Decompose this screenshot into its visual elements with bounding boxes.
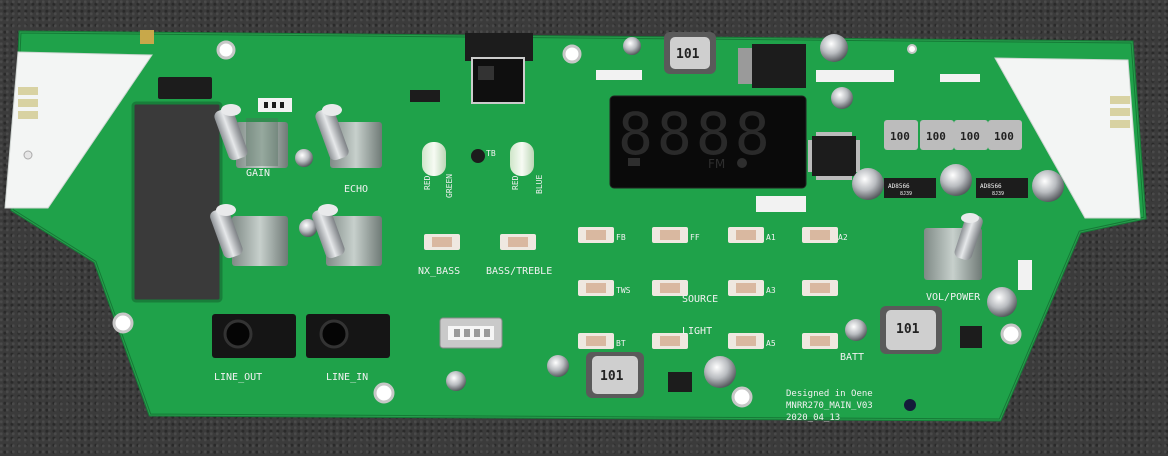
label-red-1: RED: [423, 175, 432, 190]
label-fb: FB: [616, 233, 626, 242]
button-ff: [652, 227, 688, 243]
button-a2: [802, 227, 838, 243]
label-line-out: LINE_OUT: [214, 372, 262, 383]
amp-chip-mark: AD8566: [888, 183, 910, 190]
label-red-2: RED: [511, 175, 520, 190]
battery-icon: [628, 158, 640, 166]
main-ic: [812, 136, 856, 176]
button-batt: [802, 333, 838, 349]
silkscreen-labels: GAIN ECHO NX_BASS BASS/TREBLE LINE_OUT L…: [214, 149, 981, 383]
seven-segment-display: 8888 FM: [609, 95, 807, 189]
label-a5: A5: [766, 339, 776, 348]
label-a1: A1: [766, 233, 776, 242]
label-tws: TWS: [616, 286, 631, 295]
electrolytic-capacitors: [295, 34, 1064, 391]
bass-knob[interactable]: [208, 204, 288, 266]
inductor-bottom: 101: [586, 352, 644, 398]
board-cutout: [131, 101, 223, 303]
indicator-leds: [422, 142, 534, 176]
label-light: LIGHT: [682, 326, 712, 337]
tactile-buttons[interactable]: [424, 227, 838, 349]
inductor-mark: 101: [600, 369, 624, 384]
right-led-panel: [994, 57, 1141, 219]
label-vol-power: VOL/POWER: [926, 292, 981, 303]
label-green: GREEN: [445, 174, 454, 198]
label-line-in: LINE_IN: [326, 372, 368, 383]
label-a2: A2: [838, 233, 848, 242]
credit-line-2: MNRR270_MAIN_V03: [786, 401, 873, 411]
resistor-mark: 100: [960, 130, 980, 143]
button-a5: [728, 333, 764, 349]
label-nx-bass: NX_BASS: [418, 266, 460, 277]
resistor-mark: 100: [890, 130, 910, 143]
power-resistors: 100 100 100 100: [884, 120, 1022, 150]
credit-line-1: Designed in Oene: [786, 389, 873, 399]
button-nx-bass: [424, 234, 460, 250]
left-led-panel: [4, 51, 153, 209]
line-out-jack[interactable]: [212, 314, 296, 358]
line-in-jack[interactable]: [306, 314, 390, 358]
button-bass-treble: [500, 234, 536, 250]
label-source: SOURCE: [682, 294, 718, 305]
resistor-mark: 100: [926, 130, 946, 143]
label-blue: BLUE: [535, 175, 544, 194]
button-bt: [578, 333, 614, 349]
inductor-mark: 101: [676, 47, 700, 62]
amplifier-chips: AD8566 8J39 AD8566 8J39: [884, 178, 1028, 198]
resistor-mark: 100: [994, 130, 1014, 143]
credit-line-3: 2020_04_13: [786, 413, 840, 423]
label-tb: TB: [486, 149, 496, 158]
button-tws: [578, 280, 614, 296]
inductor-mark: 101: [896, 322, 920, 337]
vol-power-knob[interactable]: [924, 212, 984, 280]
button-fb: [578, 227, 614, 243]
label-echo: ECHO: [344, 184, 368, 195]
inductor-right: 101: [880, 306, 942, 354]
bluetooth-icon: [737, 158, 747, 168]
board-credits: Designed in Oene MNRR270_MAIN_V03 2020_0…: [786, 389, 873, 423]
treble-knob[interactable]: [310, 204, 382, 266]
label-a3: A3: [766, 286, 776, 295]
display-fm-label: FM: [708, 157, 725, 171]
echo-knob[interactable]: [314, 104, 382, 168]
label-batt: BATT: [840, 352, 864, 363]
button-light: [652, 333, 688, 349]
button-a1: [728, 227, 764, 243]
label-bass-treble: BASS/TREBLE: [486, 266, 552, 277]
amp-chip-mark: 8J39: [900, 191, 912, 197]
label-ff: FF: [690, 233, 700, 242]
mounting-holes: [112, 40, 1022, 408]
button-a3: [728, 280, 764, 296]
amp-chip-mark: AD8566: [980, 183, 1002, 190]
button-a4: [802, 280, 838, 296]
gain-knob[interactable]: [213, 104, 288, 168]
display-digits: 8888: [618, 100, 774, 168]
label-bt: BT: [616, 339, 626, 348]
label-gain: GAIN: [246, 168, 270, 179]
button-source: [652, 280, 688, 296]
amp-chip-mark: 8J39: [992, 191, 1004, 197]
inductor-top: 101: [664, 32, 716, 74]
usb-port[interactable]: [439, 317, 503, 349]
